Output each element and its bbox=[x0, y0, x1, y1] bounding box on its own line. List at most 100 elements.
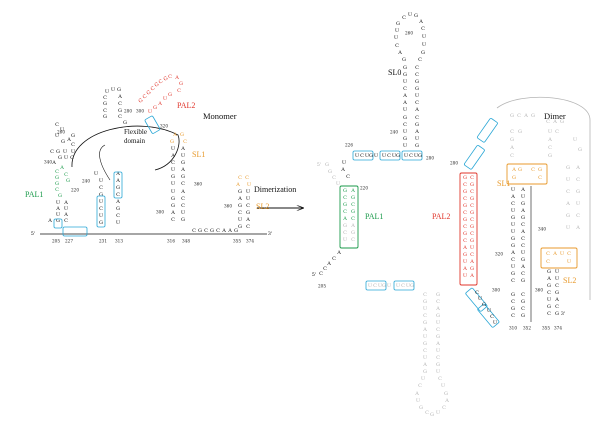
svg-text:C: C bbox=[360, 153, 364, 159]
svg-text:C: C bbox=[177, 88, 181, 94]
svg-text:A: A bbox=[55, 206, 60, 212]
svg-text:U: U bbox=[436, 320, 440, 326]
svg-text:320: 320 bbox=[160, 124, 168, 129]
svg-text:U: U bbox=[171, 189, 175, 195]
pal2-label-dimer: PAL2 bbox=[432, 212, 450, 221]
svg-text:C: C bbox=[566, 189, 570, 195]
svg-text:G: G bbox=[576, 189, 580, 195]
svg-text:C: C bbox=[323, 266, 327, 272]
svg-text:U: U bbox=[423, 306, 427, 312]
svg-text:G: G bbox=[423, 320, 427, 326]
svg-text:U: U bbox=[436, 369, 440, 375]
svg-text:U: U bbox=[342, 160, 346, 166]
svg-text:G: G bbox=[351, 195, 355, 201]
svg-text:U: U bbox=[64, 206, 68, 212]
pal2-monomer: G C G C G C G C A G C G U A G U bbox=[138, 74, 183, 115]
svg-text:C: C bbox=[470, 175, 474, 181]
svg-text:C: C bbox=[415, 115, 419, 121]
svg-text:C: C bbox=[521, 243, 525, 249]
svg-text:G: G bbox=[418, 153, 422, 159]
svg-text:A: A bbox=[422, 327, 427, 333]
svg-text:A: A bbox=[397, 50, 402, 56]
svg-text:U: U bbox=[566, 225, 570, 231]
svg-text:G: G bbox=[351, 209, 355, 215]
svg-text:G: G bbox=[547, 269, 551, 275]
svg-text:G: G bbox=[482, 302, 486, 308]
svg-text:A: A bbox=[520, 208, 525, 214]
svg-text:240: 240 bbox=[82, 179, 90, 184]
svg-text:G: G bbox=[58, 193, 62, 199]
svg-text:U: U bbox=[511, 208, 515, 214]
svg-text:348: 348 bbox=[182, 239, 190, 244]
svg-text:C: C bbox=[425, 410, 429, 416]
svg-text:G: G bbox=[343, 202, 347, 208]
svg-text:U: U bbox=[422, 42, 426, 48]
svg-text:A: A bbox=[552, 119, 557, 125]
svg-text:C: C bbox=[409, 153, 413, 159]
svg-text:C: C bbox=[567, 251, 571, 257]
svg-text:C: C bbox=[238, 175, 242, 181]
svg-text:G: G bbox=[123, 120, 127, 126]
svg-text:U: U bbox=[403, 107, 407, 113]
svg-text:340: 340 bbox=[538, 227, 546, 232]
svg-text:U: U bbox=[396, 283, 400, 289]
svg-text:A: A bbox=[172, 132, 177, 138]
svg-text:C: C bbox=[351, 216, 355, 222]
svg-text:G: G bbox=[538, 167, 542, 173]
svg-text:310: 310 bbox=[509, 326, 517, 331]
svg-text:A: A bbox=[418, 19, 423, 25]
svg-text:C: C bbox=[118, 114, 122, 120]
svg-text:360: 360 bbox=[224, 204, 232, 209]
svg-text:U: U bbox=[414, 153, 418, 159]
svg-text:U: U bbox=[511, 187, 515, 193]
svg-text:C: C bbox=[511, 278, 515, 284]
svg-text:U: U bbox=[64, 155, 68, 161]
svg-text:G: G bbox=[58, 155, 62, 161]
svg-text:C: C bbox=[55, 169, 59, 175]
svg-text:G: G bbox=[470, 266, 474, 272]
svg-text:C: C bbox=[531, 167, 535, 173]
svg-text:G: G bbox=[419, 405, 423, 411]
svg-text:G: G bbox=[171, 196, 175, 202]
svg-text:A: A bbox=[435, 306, 440, 312]
svg-text:U: U bbox=[394, 35, 398, 41]
svg-text:C: C bbox=[238, 210, 242, 216]
svg-text:G: G bbox=[103, 101, 107, 107]
svg-text:G: G bbox=[560, 119, 564, 125]
svg-text:220: 220 bbox=[360, 186, 368, 191]
svg-text:U: U bbox=[463, 259, 467, 265]
svg-text:C: C bbox=[332, 256, 336, 262]
svg-text:G: G bbox=[547, 304, 551, 310]
svg-text:G: G bbox=[555, 290, 559, 296]
svg-text:G: G bbox=[555, 311, 559, 317]
flexible-domain-label-1: Flexible bbox=[124, 128, 147, 136]
svg-text:U: U bbox=[171, 146, 175, 152]
svg-text:220: 220 bbox=[71, 188, 79, 193]
svg-text:226: 226 bbox=[345, 143, 353, 148]
svg-text:U: U bbox=[487, 308, 491, 314]
svg-text:C: C bbox=[402, 15, 406, 21]
svg-text:U: U bbox=[378, 283, 382, 289]
svg-text:C: C bbox=[511, 257, 515, 263]
svg-text:C: C bbox=[415, 100, 419, 106]
svg-text:C: C bbox=[510, 153, 514, 159]
svg-text:U: U bbox=[415, 136, 419, 142]
svg-text:C: C bbox=[463, 196, 467, 202]
svg-text:C: C bbox=[99, 206, 103, 212]
svg-text:260: 260 bbox=[405, 31, 413, 36]
svg-text:C: C bbox=[64, 172, 68, 178]
svg-text:G: G bbox=[116, 206, 120, 212]
svg-text:U: U bbox=[246, 196, 250, 202]
svg-text:G: G bbox=[410, 283, 414, 289]
svg-text:A: A bbox=[326, 261, 331, 267]
svg-text:U: U bbox=[99, 213, 103, 219]
svg-text:G: G bbox=[55, 175, 59, 181]
svg-text:U: U bbox=[60, 127, 64, 133]
svg-text:C: C bbox=[142, 93, 149, 100]
svg-text:A: A bbox=[414, 107, 419, 113]
svg-text:C: C bbox=[50, 149, 54, 155]
svg-text:C: C bbox=[423, 348, 427, 354]
svg-text:G: G bbox=[396, 21, 400, 27]
svg-text:340: 340 bbox=[44, 160, 52, 165]
